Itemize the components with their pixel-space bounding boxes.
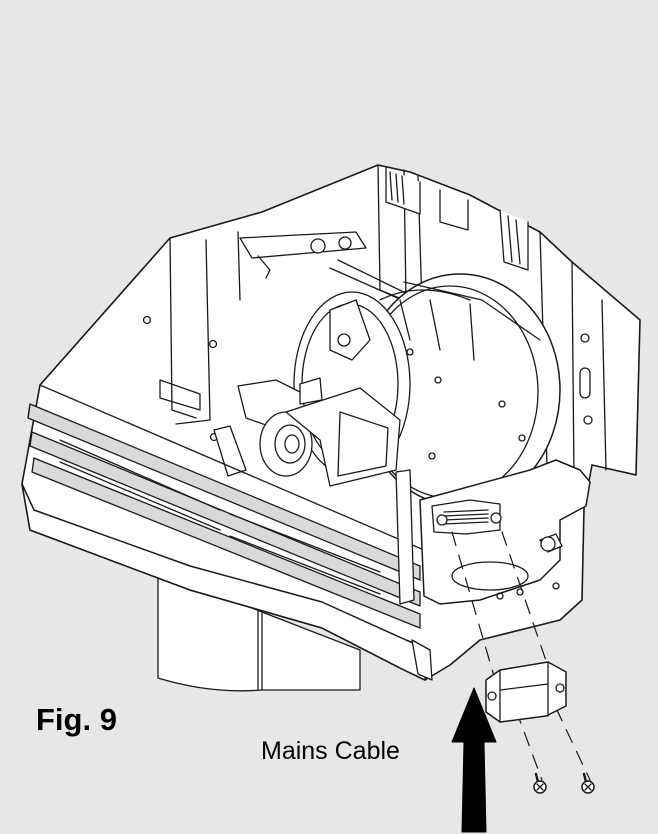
assembly-guide-lines — [451, 531, 591, 781]
figure-label: Fig. 9 — [36, 702, 117, 737]
mains-cable-callout: Mains Cable — [258, 737, 403, 766]
flue-outlet — [157, 569, 361, 692]
front-rails — [21, 384, 431, 681]
screw-icon — [533, 772, 547, 794]
screw-icon — [581, 772, 595, 794]
upward-arrow-icon — [451, 687, 497, 833]
cable-clamp-icon — [485, 661, 567, 723]
gas-valve — [213, 377, 401, 487]
